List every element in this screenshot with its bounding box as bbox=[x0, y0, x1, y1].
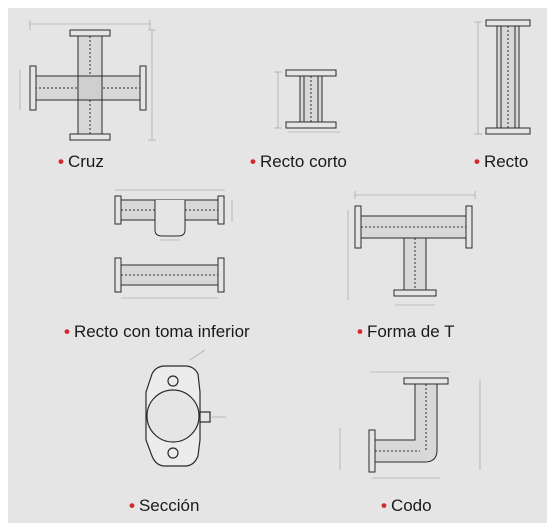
drawing-cruz bbox=[19, 20, 156, 141]
bullet-icon: • bbox=[381, 496, 387, 515]
bullet-icon: • bbox=[357, 322, 363, 341]
caption-codo-text: Codo bbox=[390, 496, 432, 515]
drawing-seccion bbox=[145, 349, 226, 467]
drawing-forma-t bbox=[347, 191, 476, 306]
caption-recto-toma-text: Recto con toma inferior bbox=[73, 322, 250, 341]
caption-forma-t: •Forma de T bbox=[357, 322, 455, 342]
bullet-icon: • bbox=[129, 496, 135, 515]
drawing-recto bbox=[474, 19, 531, 135]
bullet-icon: • bbox=[58, 152, 64, 171]
caption-codo: •Codo bbox=[381, 496, 432, 516]
caption-seccion: •Sección bbox=[129, 496, 199, 516]
caption-forma-t-text: Forma de T bbox=[366, 322, 455, 341]
bullet-icon: • bbox=[474, 152, 480, 171]
caption-cruz-text: Cruz bbox=[67, 152, 104, 171]
caption-recto-corto: •Recto corto bbox=[250, 152, 347, 172]
bullet-icon: • bbox=[64, 322, 70, 341]
caption-recto-corto-text: Recto corto bbox=[259, 152, 347, 171]
caption-recto-toma: •Recto con toma inferior bbox=[64, 322, 250, 342]
caption-seccion-text: Sección bbox=[138, 496, 200, 515]
drawing-recto-toma bbox=[114, 189, 233, 299]
caption-recto-text: Recto bbox=[483, 152, 529, 171]
drawing-recto-corto bbox=[274, 69, 340, 133]
bullet-icon: • bbox=[250, 152, 256, 171]
drawing-codo bbox=[339, 371, 481, 479]
caption-cruz: •Cruz bbox=[58, 152, 104, 172]
caption-recto: •Recto bbox=[474, 152, 528, 172]
